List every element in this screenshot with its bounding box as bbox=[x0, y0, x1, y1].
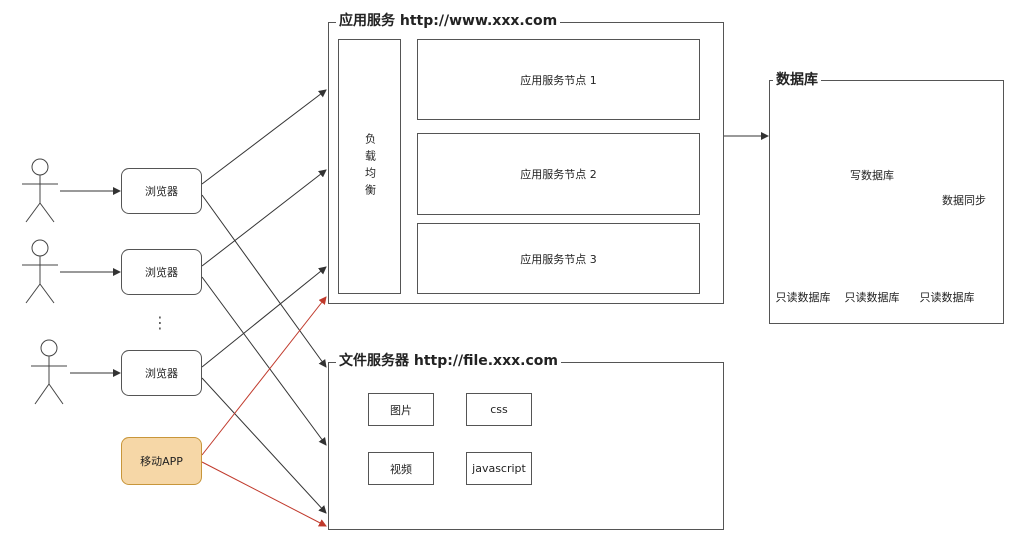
file-item-label-javascript: javascript bbox=[472, 462, 526, 475]
browser-label-2: 浏览器 bbox=[145, 266, 178, 279]
load-balancer-label: 负载均衡 bbox=[363, 132, 377, 201]
app-node-1: 应用服务节点 1 bbox=[417, 39, 700, 120]
file-service-title: 文件服务器 http://file.xxx.com bbox=[336, 353, 561, 369]
app-node-2: 应用服务节点 2 bbox=[417, 133, 700, 215]
user-actor-2 bbox=[22, 239, 58, 304]
file-item-css: css bbox=[466, 393, 532, 426]
file-item-images: 图片 bbox=[368, 393, 434, 426]
app-node-label-1: 应用服务节点 1 bbox=[520, 73, 597, 87]
file-item-label-css: css bbox=[490, 403, 508, 416]
read-db-label-2: 只读数据库 bbox=[844, 291, 900, 304]
arrow-browser1-app bbox=[201, 89, 327, 185]
browser-ellipsis: ⋮ bbox=[152, 312, 168, 332]
arrow-browser2-app bbox=[201, 169, 327, 267]
browser-node-2: 浏览器 bbox=[121, 249, 202, 295]
app-node-3: 应用服务节点 3 bbox=[417, 223, 700, 294]
write-db-label: 写数据库 bbox=[850, 169, 894, 182]
arrow-browser3-file bbox=[201, 377, 327, 514]
database-title: 数据库 bbox=[773, 72, 821, 88]
arrow-browser1-file bbox=[201, 194, 327, 368]
user-actor-1 bbox=[22, 158, 58, 223]
file-item-video: 视频 bbox=[368, 452, 434, 485]
app-node-label-3: 应用服务节点 3 bbox=[520, 252, 597, 266]
file-item-javascript: javascript bbox=[466, 452, 532, 485]
load-balancer: 负载均衡 bbox=[338, 39, 401, 294]
arrow-app-to-appservice bbox=[201, 296, 327, 456]
browser-label-3: 浏览器 bbox=[145, 367, 178, 380]
browser-node-3: 浏览器 bbox=[121, 350, 202, 396]
browser-node-1: 浏览器 bbox=[121, 168, 202, 214]
mobile-app-node: 移动APP bbox=[121, 437, 202, 485]
app-node-label-2: 应用服务节点 2 bbox=[520, 168, 597, 181]
file-service-group bbox=[328, 362, 724, 530]
database-group bbox=[769, 80, 1004, 324]
app-service-title: 应用服务 http://www.xxx.com bbox=[336, 13, 561, 29]
read-db-label-3: 只读数据库 bbox=[919, 291, 975, 304]
sync-label: 数据同步 bbox=[942, 194, 986, 207]
arrow-browser3-app bbox=[201, 266, 327, 368]
browser-label-1: 浏览器 bbox=[145, 185, 178, 198]
file-item-label-images: 图片 bbox=[390, 403, 412, 417]
user-actor-3 bbox=[31, 339, 67, 405]
read-db-label-1: 只读数据库 bbox=[775, 291, 831, 304]
arrow-browser2-file bbox=[201, 276, 327, 446]
file-item-label-video: 视频 bbox=[390, 462, 412, 476]
mobile-app-label: 移动APP bbox=[140, 455, 183, 468]
arrow-app-to-fileservice bbox=[201, 461, 327, 527]
